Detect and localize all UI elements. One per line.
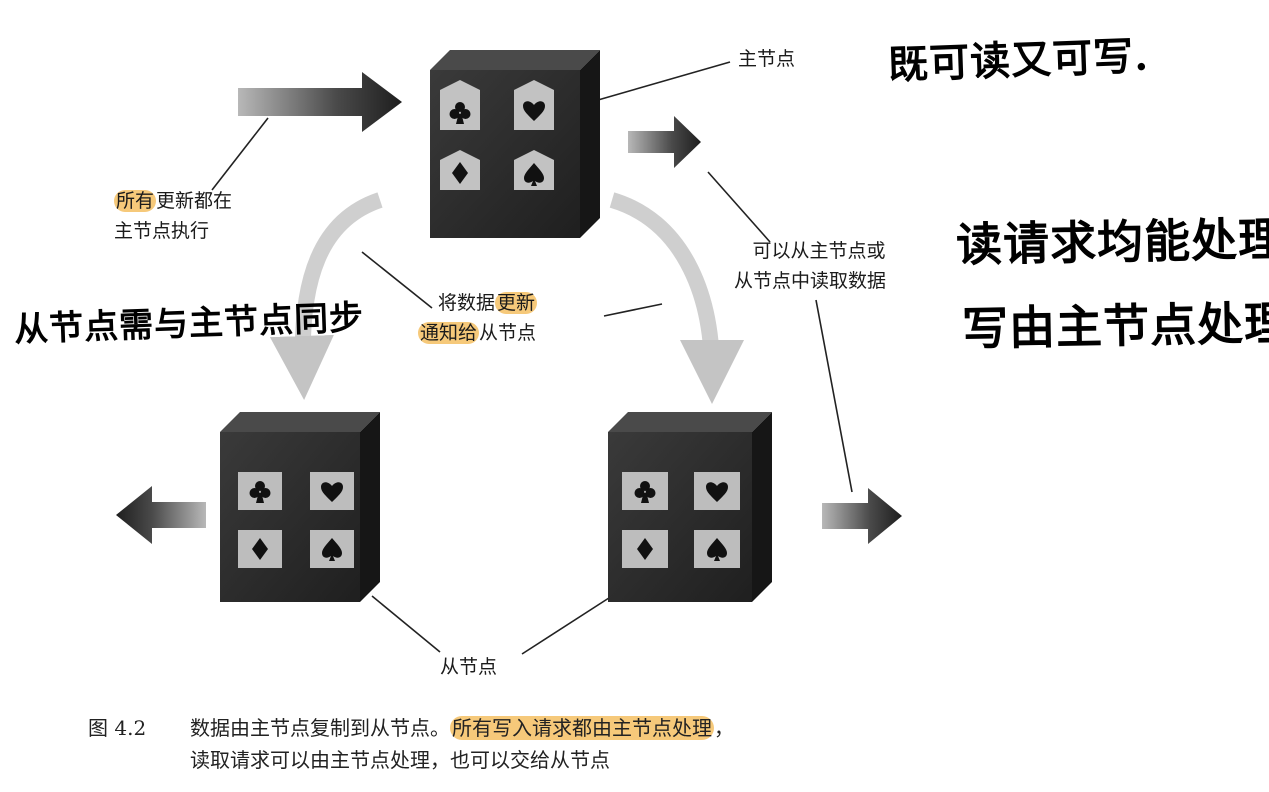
master-card-3 bbox=[440, 150, 480, 190]
read-from-any-label: 可以从主节点或 从节点中读取数据 bbox=[734, 236, 886, 296]
highlight-update: 更新 bbox=[495, 292, 538, 314]
figure-caption: 数据由主节点复制到从节点。所有写入请求都由主节点处理， 读取请求可以由主节点处理… bbox=[190, 712, 734, 776]
handwriting-right-line2: 写由主节点处理 bbox=[961, 296, 1269, 356]
replicate-right-arrow bbox=[609, 192, 744, 404]
slave-left-read-arrow bbox=[116, 486, 206, 544]
notify-line1-text: 将数据 bbox=[438, 292, 496, 314]
highlight-all: 所有 bbox=[114, 190, 157, 212]
incoming-write-arrow bbox=[238, 72, 402, 132]
replicate-left-arrow bbox=[269, 192, 383, 400]
master-read-arrow bbox=[628, 116, 701, 168]
master-card-1 bbox=[440, 80, 480, 130]
master-card-2 bbox=[514, 80, 554, 130]
caption-line1-text: 数据由主节点复制到从节点。 bbox=[190, 716, 450, 740]
caption-line1-end: ， bbox=[714, 716, 734, 740]
notify-slaves-label: 将数据更新 通知给从节点 bbox=[418, 288, 538, 348]
slave-node-label: 从节点 bbox=[440, 656, 498, 678]
caption-highlight: 所有写入请求都由主节点处理 bbox=[450, 716, 714, 740]
handwriting-right-line1: 读请求均能处理 bbox=[955, 212, 1269, 272]
master-card-4 bbox=[514, 150, 554, 190]
read-line1-text: 可以从主节点或 bbox=[752, 240, 886, 262]
slave-right-read-arrow bbox=[822, 488, 902, 544]
slave-node-box-right bbox=[608, 412, 772, 602]
slave-node-box-left bbox=[220, 412, 380, 602]
highlight-notify: 通知给 bbox=[418, 322, 480, 344]
figure-number: 图 4.2 bbox=[88, 716, 147, 740]
notify-line2-text: 从节点 bbox=[479, 322, 537, 344]
leader-lines bbox=[211, 61, 853, 655]
updates-line1-text: 更新都在 bbox=[156, 190, 233, 212]
all-updates-on-master-label: 所有更新都在 主节点执行 bbox=[114, 186, 232, 246]
caption-line2-text: 读取请求可以由主节点处理，也可以交给从节点 bbox=[190, 748, 610, 772]
master-node-label: 主节点 bbox=[738, 48, 796, 70]
handwriting-top-right: 既可读又可写. bbox=[887, 32, 1150, 89]
master-node-box bbox=[430, 50, 600, 238]
updates-line2-text: 主节点执行 bbox=[114, 220, 210, 242]
read-line2-text: 从节点中读取数据 bbox=[734, 270, 887, 292]
